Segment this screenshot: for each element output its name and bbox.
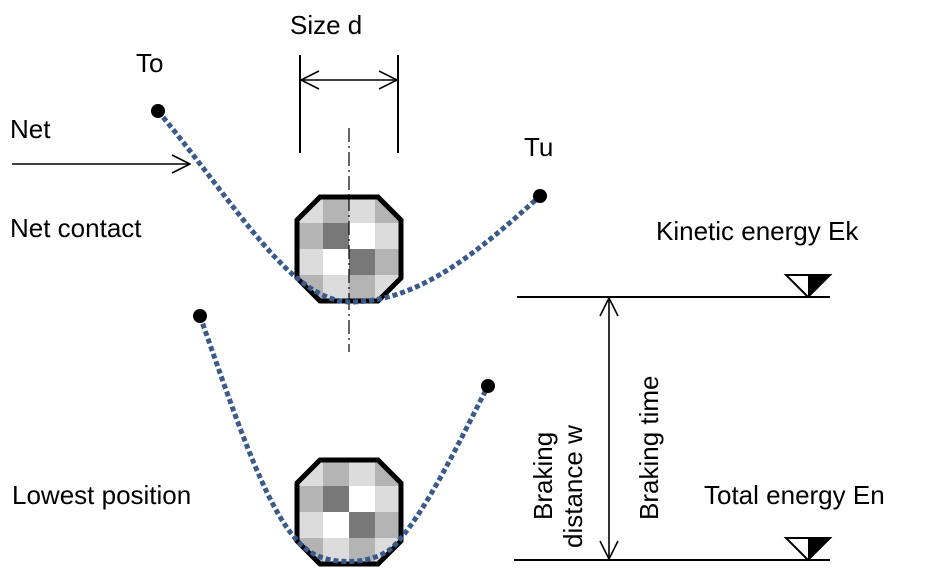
braking-distance-label-line2: distance w xyxy=(558,425,588,548)
net-label: Net xyxy=(10,114,51,144)
boulder-bottom xyxy=(294,457,404,567)
water-level-triangle-icon xyxy=(783,274,833,299)
kinetic-energy-level: Kinetic energy Ek xyxy=(517,216,859,299)
braking-time-label: Braking time xyxy=(634,376,664,521)
size-dimension: Size d xyxy=(290,10,399,153)
to-label: To xyxy=(136,48,163,78)
kinetic-energy-label: Kinetic energy Ek xyxy=(656,216,859,246)
braking-distance-label-line1: Braking xyxy=(528,432,558,520)
lowest-position-label: Lowest position xyxy=(12,480,191,510)
boulder-bottom-outline xyxy=(294,457,404,567)
anchor-point-bottom-left xyxy=(193,309,207,323)
anchor-point-to xyxy=(151,104,165,118)
water-level-triangle-icon xyxy=(783,537,833,562)
net-curve-bottom xyxy=(197,315,491,564)
tu-label: Tu xyxy=(524,132,553,162)
total-energy-level: Total energy En xyxy=(514,480,885,562)
total-energy-label: Total energy En xyxy=(704,480,885,510)
net-arrow: Net xyxy=(10,114,190,164)
net-curve-top xyxy=(156,109,542,305)
net-contact-label: Net contact xyxy=(10,213,142,243)
size-label: Size d xyxy=(290,10,362,40)
anchor-point-tu xyxy=(533,189,547,203)
anchor-point-bottom-right xyxy=(481,379,495,393)
